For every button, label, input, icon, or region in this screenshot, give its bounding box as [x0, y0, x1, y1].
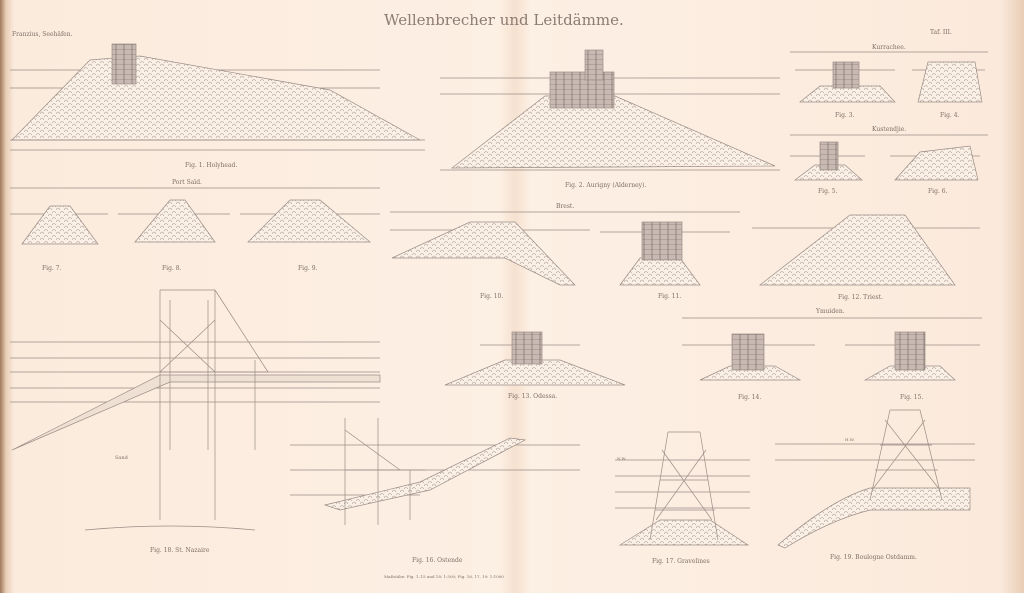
fig2-alderney-drawing	[440, 49, 780, 171]
fig17-caption: Fig. 17. Gravelines	[652, 558, 710, 565]
plate-title: Wellenbrecher und Leitdämme.	[384, 11, 624, 29]
fig4-caption: Fig. 4.	[940, 112, 960, 119]
fig4-drawing	[912, 61, 985, 103]
fig14-drawing	[682, 333, 815, 381]
brest-heading: Brest.	[556, 203, 575, 210]
fig6-drawing	[890, 145, 980, 181]
hw-label: H.W.	[845, 437, 855, 442]
fig1-holyhead-drawing	[10, 43, 425, 151]
right-header: Taf. III.	[930, 29, 952, 36]
fig5-drawing	[790, 141, 865, 181]
fig12-triest-drawing	[752, 214, 980, 286]
fig11-caption: Fig. 11.	[658, 293, 682, 300]
fig19-caption: Fig. 19. Boulogne Ostdamm.	[830, 554, 917, 561]
fig7-drawing	[10, 205, 108, 245]
kustendjie-heading: Kustendjie.	[872, 126, 907, 133]
port-said-heading: Port Saïd.	[172, 179, 202, 186]
fig16-caption: Fig. 16. Ostende	[412, 557, 463, 564]
fig10-caption: Fig. 10.	[480, 293, 504, 300]
fig11-drawing	[600, 221, 730, 286]
fig8-drawing	[118, 199, 230, 243]
scale-note: Maßstäbe: Fig. 1–15 und 18: 1:500; Fig. …	[384, 574, 504, 579]
sand-label: Sand	[115, 455, 128, 461]
fig7-caption: Fig. 7.	[42, 265, 62, 272]
fig19-boulogne-drawing	[775, 409, 975, 549]
fig3-caption: Fig. 3.	[835, 112, 855, 119]
fig5-caption: Fig. 5.	[818, 188, 838, 195]
fig10-drawing	[390, 221, 590, 286]
fig18-st-nazaire-drawing	[10, 289, 381, 531]
fig3-drawing	[795, 61, 896, 103]
nw-label: N.W.	[617, 456, 627, 461]
fig18-caption: Fig. 18. St. Nazaire	[150, 547, 210, 554]
fig6-caption: Fig. 6.	[928, 188, 948, 195]
fig9-caption: Fig. 9.	[298, 265, 318, 272]
fig16-ostende-drawing	[290, 418, 580, 525]
fig12-caption: Fig. 12. Triest.	[838, 294, 883, 301]
fig13-caption: Fig. 13. Odessa.	[508, 393, 558, 400]
fig2-caption: Fig. 2. Aurigny (Alderney).	[565, 182, 647, 189]
fig8-caption: Fig. 8.	[162, 265, 182, 272]
kurrachee-heading: Kurrachee.	[872, 44, 906, 51]
fig1-caption: Fig. 1. Holyhead.	[185, 162, 238, 169]
fig9-drawing	[240, 199, 380, 243]
fig15-caption: Fig. 15.	[900, 394, 924, 401]
ymuiden-heading: Ymuiden.	[816, 308, 845, 315]
fig17-gravelines-drawing	[615, 431, 750, 546]
fig15-drawing	[845, 331, 980, 381]
fig13-odessa-drawing	[444, 331, 626, 386]
left-header: Franzius, Seehäfen.	[12, 31, 73, 38]
fig14-caption: Fig. 14.	[738, 394, 762, 401]
